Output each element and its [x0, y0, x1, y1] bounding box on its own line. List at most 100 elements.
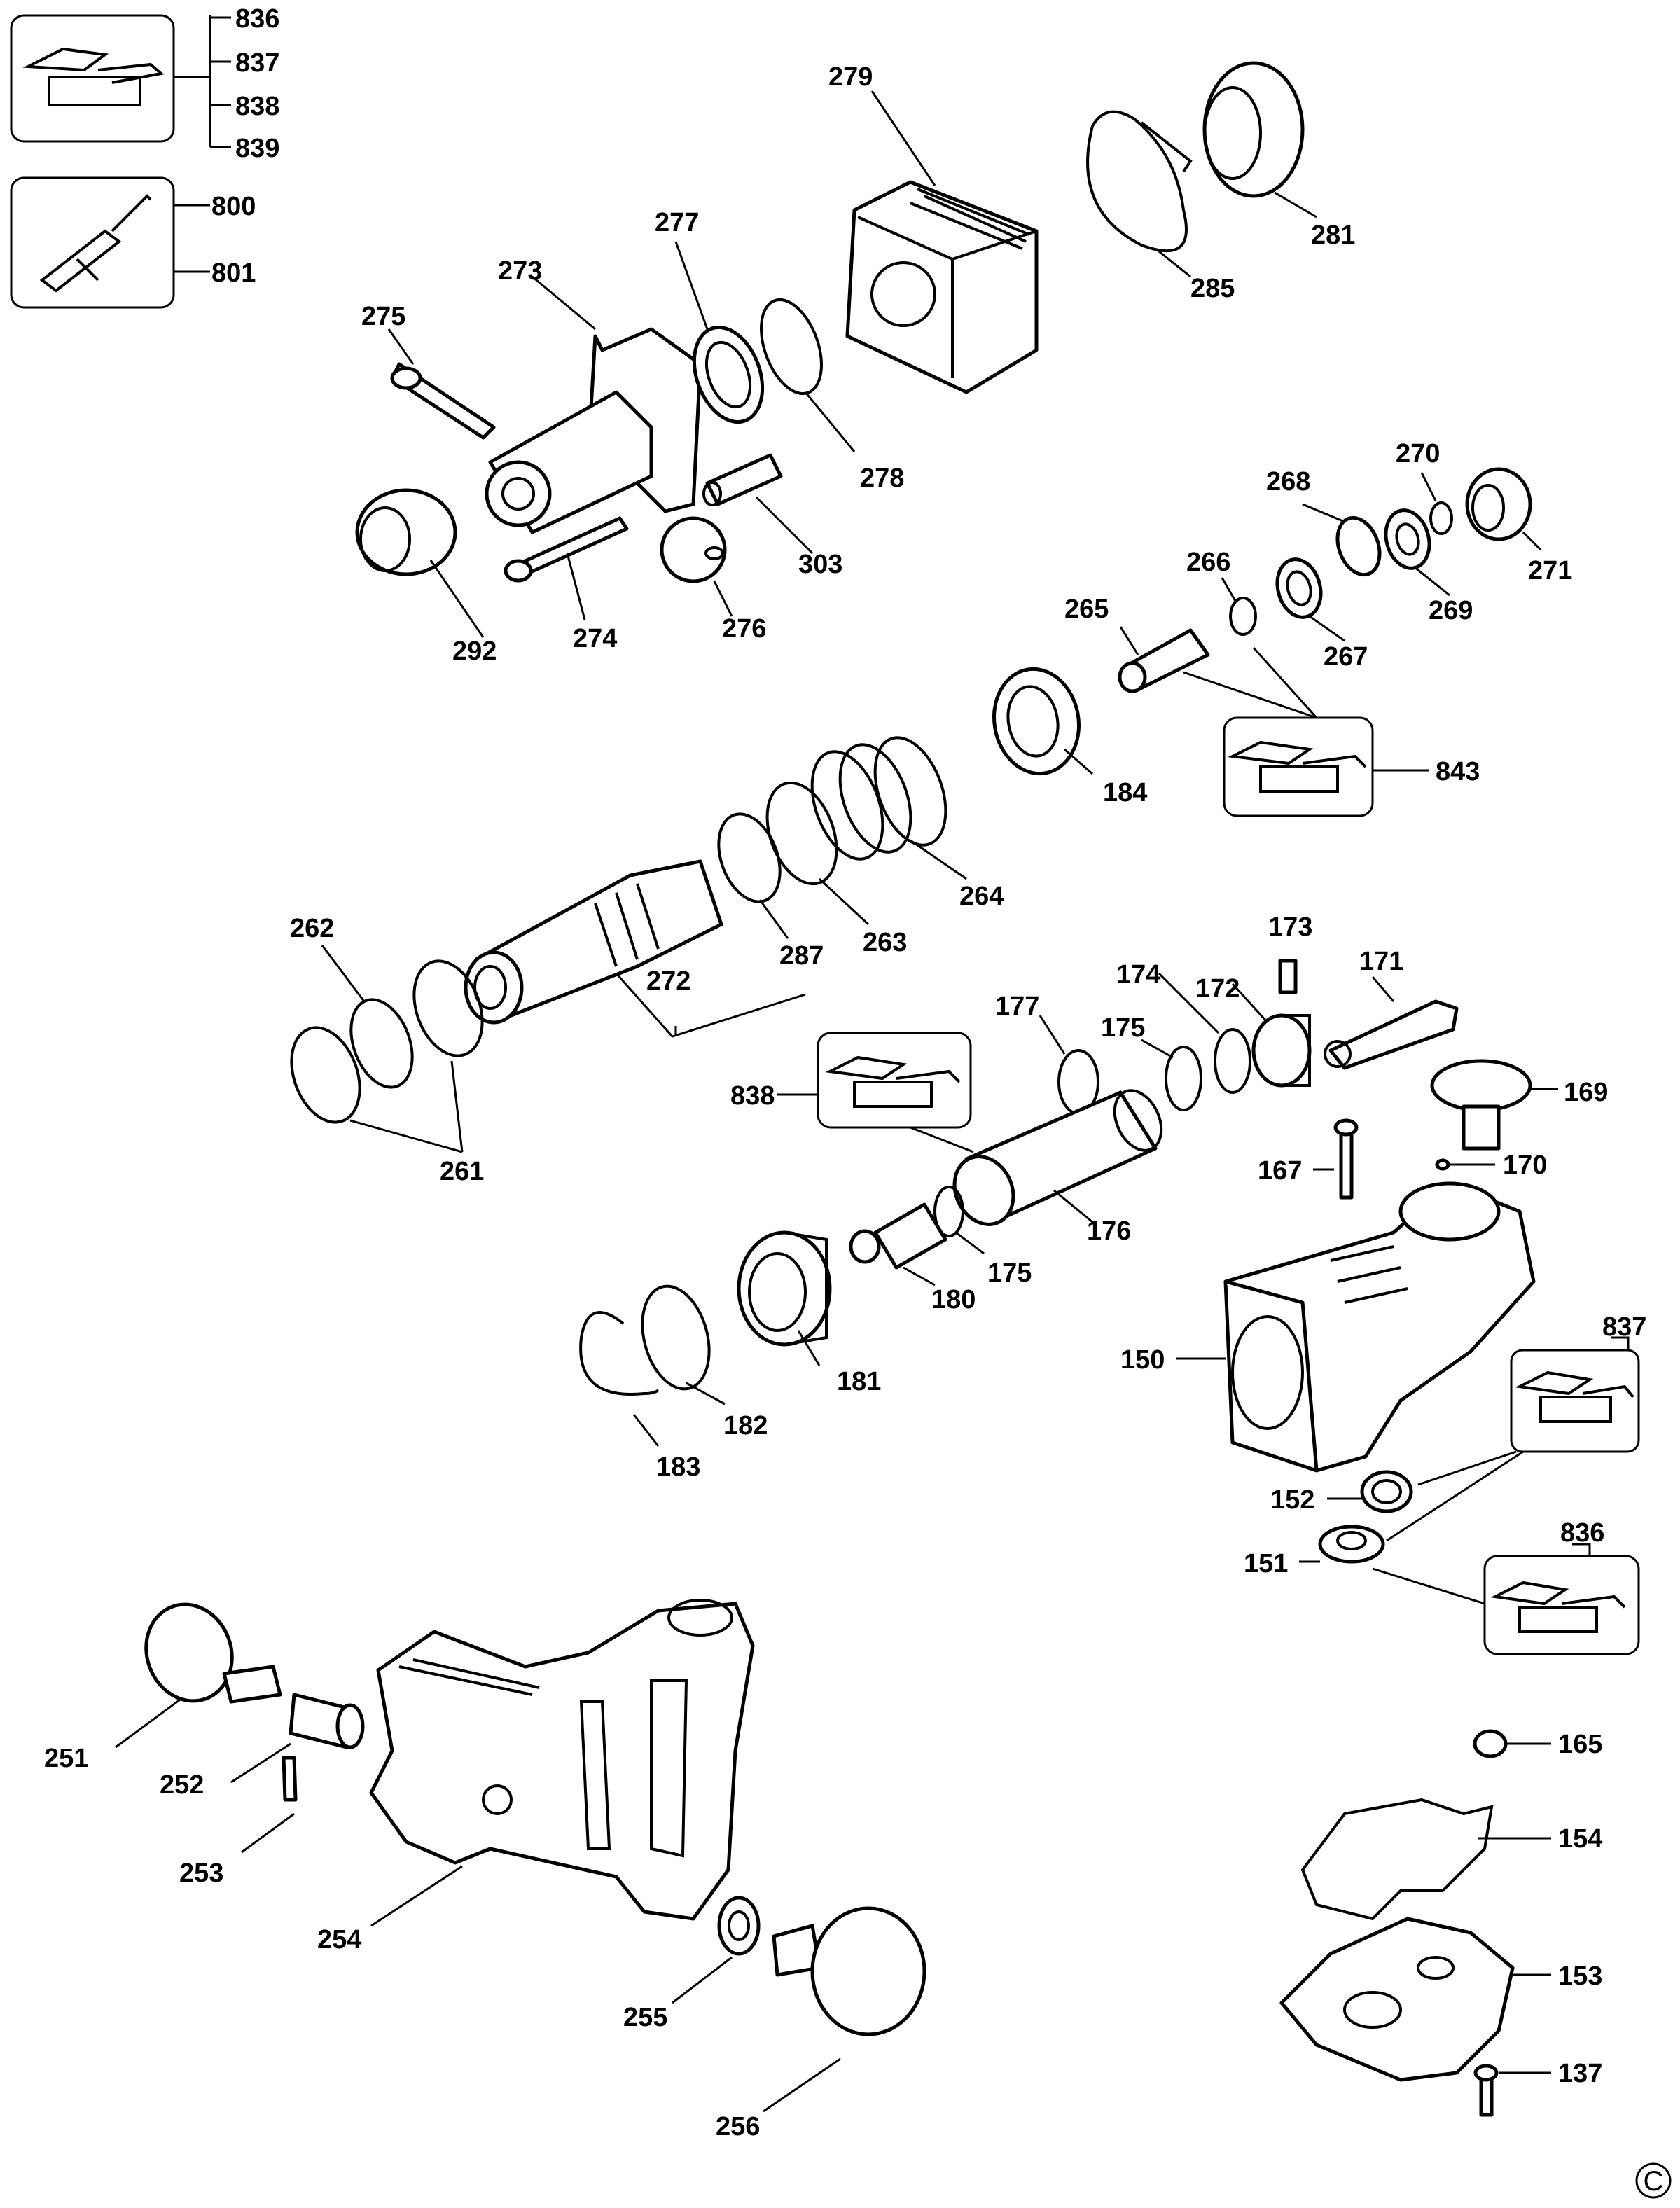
label-177: 177 — [995, 992, 1039, 1021]
part-172-piston — [1251, 1013, 1312, 1088]
label-151: 151 — [1244, 1549, 1288, 1578]
label-268: 268 — [1266, 467, 1310, 497]
grease-gun-icon — [39, 194, 152, 293]
part-303-sleeve — [702, 453, 783, 506]
part-175-ring-a — [1165, 1046, 1202, 1111]
part-150-gear-housing — [1223, 1181, 1536, 1473]
label-838: 838 — [235, 92, 279, 121]
label-172: 172 — [1195, 974, 1240, 1004]
kit-case-icon — [1515, 1370, 1634, 1423]
label-281: 281 — [1311, 221, 1355, 250]
label-836-right: 836 — [1560, 1518, 1604, 1548]
label-270: 270 — [1396, 439, 1440, 468]
part-180-striker — [849, 1202, 947, 1270]
label-267: 267 — [1324, 642, 1368, 672]
label-174: 174 — [1116, 960, 1160, 990]
label-152: 152 — [1270, 1485, 1314, 1515]
part-268-spring-ring — [1335, 515, 1382, 577]
label-253: 253 — [179, 1859, 223, 1888]
label-180: 180 — [931, 1285, 976, 1314]
part-183-circlip — [579, 1311, 660, 1396]
label-303: 303 — [798, 550, 842, 579]
part-256-knob — [772, 1906, 926, 2036]
part-262-ring — [349, 998, 414, 1089]
part-272-barrel — [464, 859, 723, 1025]
part-170-washer — [1435, 1158, 1450, 1171]
part-254-handle — [369, 1599, 755, 1921]
part-263-ring — [765, 781, 838, 886]
part-251-clamp — [144, 1602, 282, 1704]
label-154: 154 — [1558, 1824, 1602, 1854]
label-837: 837 — [235, 48, 279, 78]
part-269-washer — [1384, 508, 1431, 570]
label-285: 285 — [1190, 274, 1235, 303]
kit-box-836-839 — [10, 14, 231, 148]
label-137: 137 — [1558, 2059, 1602, 2088]
part-273-flange-housing — [485, 327, 702, 534]
label-167: 167 — [1258, 1156, 1302, 1186]
label-181: 181 — [837, 1367, 881, 1396]
label-275: 275 — [361, 302, 405, 331]
kit-box-838-middle — [777, 1032, 974, 1153]
label-171: 171 — [1359, 947, 1403, 976]
label-176: 176 — [1087, 1216, 1131, 1246]
part-270-circlip — [1429, 501, 1453, 535]
part-278-o-ring — [760, 298, 823, 396]
part-276-ball — [660, 516, 727, 583]
label-251: 251 — [44, 1744, 88, 1773]
label-255: 255 — [623, 2003, 667, 2032]
part-261-ring-pair — [290, 959, 484, 1124]
part-184-cage — [992, 667, 1081, 776]
copyright-letter: C — [1644, 2166, 1664, 2197]
label-254: 254 — [317, 1925, 361, 1954]
label-265: 265 — [1064, 595, 1109, 624]
label-800: 800 — [211, 192, 256, 221]
label-292: 292 — [452, 637, 497, 666]
label-837-right: 837 — [1602, 1312, 1646, 1342]
label-838-middle: 838 — [730, 1081, 775, 1111]
part-271-bearing-cap — [1465, 467, 1532, 541]
label-153: 153 — [1558, 1961, 1602, 1991]
label-287: 287 — [779, 941, 824, 971]
label-165: 165 — [1558, 1730, 1602, 1759]
kit-case-icon — [825, 1055, 961, 1108]
label-277: 277 — [655, 208, 699, 237]
label-175-upper: 175 — [1101, 1013, 1145, 1043]
label-182: 182 — [723, 1411, 768, 1440]
label-269: 269 — [1429, 596, 1473, 625]
label-264: 264 — [959, 882, 1004, 911]
label-801: 801 — [211, 258, 256, 288]
part-277-seal — [692, 325, 765, 424]
part-285-spring-clip — [1086, 110, 1193, 253]
label-184: 184 — [1103, 778, 1147, 807]
kit-case-icon — [1490, 1581, 1626, 1633]
label-839: 839 — [235, 134, 279, 163]
part-137-screw — [1473, 2064, 1499, 2117]
part-173-pin — [1278, 959, 1298, 994]
part-287-ring — [717, 812, 782, 903]
label-272: 272 — [646, 966, 690, 996]
label-843: 843 — [1436, 757, 1480, 786]
part-174-ring — [1214, 1028, 1251, 1094]
label-183: 183 — [656, 1452, 700, 1482]
kit-case-icon — [22, 47, 165, 106]
part-255-washer — [717, 1896, 761, 1956]
part-169-gear — [1430, 1059, 1532, 1151]
part-151-bearing — [1318, 1525, 1385, 1564]
label-261: 261 — [440, 1157, 484, 1186]
part-264-spring — [810, 736, 947, 861]
part-267-seal — [1275, 557, 1323, 619]
part-252-threaded-bush — [289, 1693, 365, 1749]
part-265-shaft — [1118, 628, 1210, 693]
label-276: 276 — [722, 614, 766, 644]
label-273: 273 — [498, 256, 542, 286]
part-279-cylinder-cover — [845, 180, 1039, 394]
label-150: 150 — [1120, 1345, 1165, 1375]
label-266: 266 — [1186, 548, 1230, 577]
copyright-mark: C — [1635, 2162, 1672, 2199]
kit-box-837-right — [1386, 1336, 1640, 1542]
kit-box-836-right — [1372, 1543, 1640, 1655]
label-170: 170 — [1503, 1151, 1547, 1180]
part-labels: 836 837 838 839 800 801 279 281 285 273 … — [44, 4, 1646, 2141]
